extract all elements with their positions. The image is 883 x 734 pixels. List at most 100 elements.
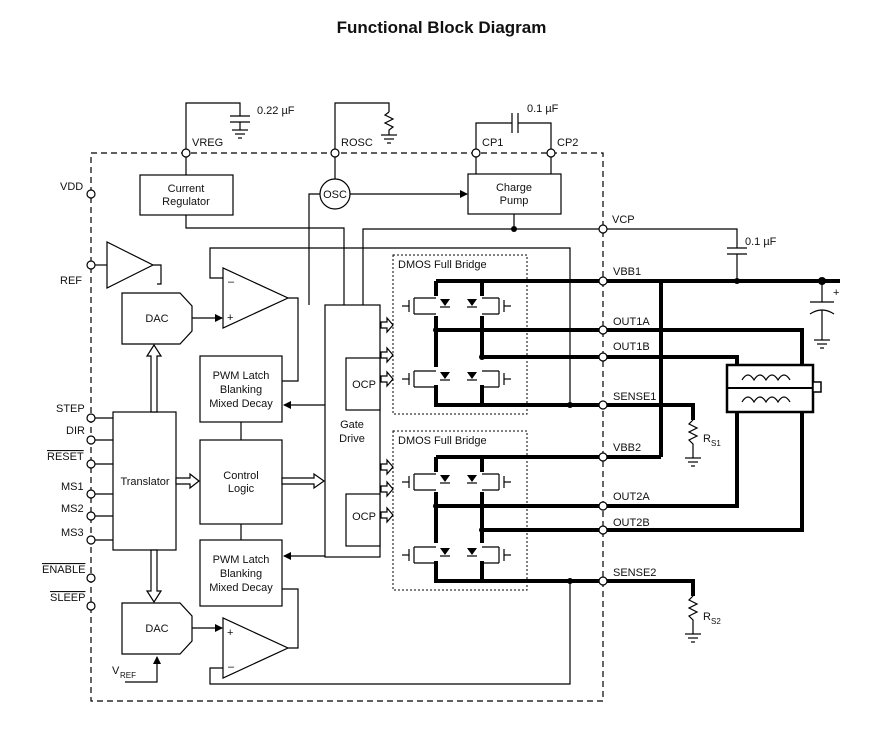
step-label: STEP	[56, 403, 85, 415]
svg-text:+: +	[227, 627, 233, 639]
osc-block: OSC	[319, 178, 351, 210]
vcp-pin-group: VCP 0.1 µF	[598, 214, 777, 281]
out2b-label: OUT2B	[613, 517, 650, 529]
rosc-label: ROSC	[341, 137, 373, 149]
out2a-pin	[598, 501, 608, 511]
mosfet-icon	[467, 473, 511, 491]
charge-pump-block: Charge Pump	[467, 173, 562, 215]
vreg-cap-label: 0.22 µF	[257, 105, 295, 117]
svg-text:R: R	[703, 611, 711, 623]
vdd-label: VDD	[60, 181, 83, 193]
cp1-pin	[471, 148, 481, 158]
sense2-label: SENSE2	[613, 567, 656, 579]
reset-label: RESET	[47, 451, 84, 463]
reset-pin	[86, 459, 96, 469]
rs2-resistor: R S2	[685, 595, 721, 643]
vbb1-label: VBB1	[613, 266, 641, 278]
out2b-pin	[598, 525, 608, 535]
svg-text:Gate: Gate	[340, 419, 364, 431]
svg-text:PWM Latch: PWM Latch	[213, 370, 270, 382]
pwm-latch-top-block: PWM Latch Blanking Mixed Decay	[199, 355, 283, 423]
vreg-pin-group: VREG 0.22 µF	[181, 102, 295, 175]
svg-text:Mixed Decay: Mixed Decay	[209, 398, 273, 410]
out1b-label: OUT1B	[613, 341, 650, 353]
svg-text:S2: S2	[711, 617, 721, 626]
rosc-pin-group: ROSC	[330, 102, 397, 180]
vcp-label: VCP	[612, 214, 635, 226]
translator-block: Translator	[112, 411, 177, 551]
translator-to-logic-arrow	[175, 472, 200, 490]
pwm-latch-bottom-block: PWM Latch Blanking Mixed Decay	[199, 539, 283, 607]
svg-text:DMOS Full Bridge: DMOS Full Bridge	[398, 259, 487, 271]
vbb1-pin	[598, 276, 608, 286]
dir-pin	[86, 435, 96, 445]
svg-text:Blanking: Blanking	[220, 568, 262, 580]
svg-text:OCP: OCP	[352, 379, 376, 391]
ms2-pin	[86, 511, 96, 521]
vbb2-pin	[598, 452, 608, 462]
svg-text:R: R	[703, 433, 711, 445]
gate-arrows	[380, 316, 394, 524]
ms1-pin-group: MS1	[61, 481, 113, 499]
out2a-label: OUT2A	[613, 491, 650, 503]
svg-text:Drive: Drive	[339, 433, 365, 445]
stepper-motor-icon	[725, 363, 822, 414]
ground-icon	[685, 457, 701, 467]
control-logic-block: Control Logic	[199, 439, 283, 525]
dir-pin-group: DIR	[66, 425, 113, 445]
sense1-pin	[598, 400, 608, 410]
vref-sub-label: REF	[120, 671, 136, 680]
sense2-pin	[598, 576, 608, 586]
out1a-label: OUT1A	[613, 316, 650, 328]
step-pin-group: STEP	[56, 403, 113, 423]
svg-text:+: +	[227, 312, 233, 324]
diagram-title: Functional Block Diagram	[336, 18, 547, 37]
mosfet-icon	[467, 546, 511, 564]
step-pin	[86, 413, 96, 423]
ms3-pin	[86, 535, 96, 545]
svg-text:DAC: DAC	[145, 623, 168, 635]
ref-buffer	[106, 241, 155, 289]
cp2-label: CP2	[557, 137, 578, 149]
vref-label: V	[112, 665, 120, 677]
rosc-pin	[330, 148, 340, 158]
dmos-bridge-1: DMOS Full Bridge	[392, 254, 528, 415]
ground-icon	[381, 134, 397, 144]
mosfet-icon	[467, 297, 511, 315]
svg-text:Regulator: Regulator	[162, 196, 210, 208]
ms3-pin-group: MS3	[61, 527, 113, 545]
svg-text:S1: S1	[711, 439, 721, 448]
ms2-pin-group: MS2	[61, 503, 113, 521]
enable-label: ENABLE	[42, 564, 85, 576]
current-regulator-block: Current Regulator	[139, 174, 234, 216]
svg-text:+: +	[833, 287, 839, 299]
dac-top-block: DAC	[121, 292, 193, 345]
ref-pin	[86, 260, 96, 270]
svg-text:–: –	[228, 276, 235, 288]
mosfet-icon	[467, 370, 511, 388]
bulk-capacitor: +	[809, 281, 839, 349]
out1a-pin	[598, 325, 608, 335]
mosfet-icon	[402, 370, 450, 388]
sleep-pin	[86, 601, 96, 611]
dmos-bridge-2: DMOS Full Bridge	[392, 430, 528, 591]
opamp-top: – +	[222, 267, 290, 329]
sleep-label: SLEEP	[50, 592, 85, 604]
svg-text:–: –	[228, 661, 235, 673]
svg-text:Current: Current	[168, 183, 205, 195]
svg-text:DAC: DAC	[145, 313, 168, 325]
mosfet-icon	[402, 546, 450, 564]
reset-pin-group: RESET	[47, 451, 113, 469]
vbb2-label: VBB2	[613, 442, 641, 454]
svg-text:Mixed Decay: Mixed Decay	[209, 582, 273, 594]
ocp-top-block: OCP	[345, 357, 381, 411]
opamp-bottom: + –	[222, 617, 290, 679]
svg-text:OCP: OCP	[352, 511, 376, 523]
resistor-icon	[383, 111, 395, 135]
svg-text:Pump: Pump	[500, 195, 529, 207]
vreg-label: VREG	[192, 137, 223, 149]
vdd-pin	[86, 189, 96, 199]
svg-text:DMOS Full Bridge: DMOS Full Bridge	[398, 435, 487, 447]
dac-bottom-block: DAC	[121, 602, 193, 655]
